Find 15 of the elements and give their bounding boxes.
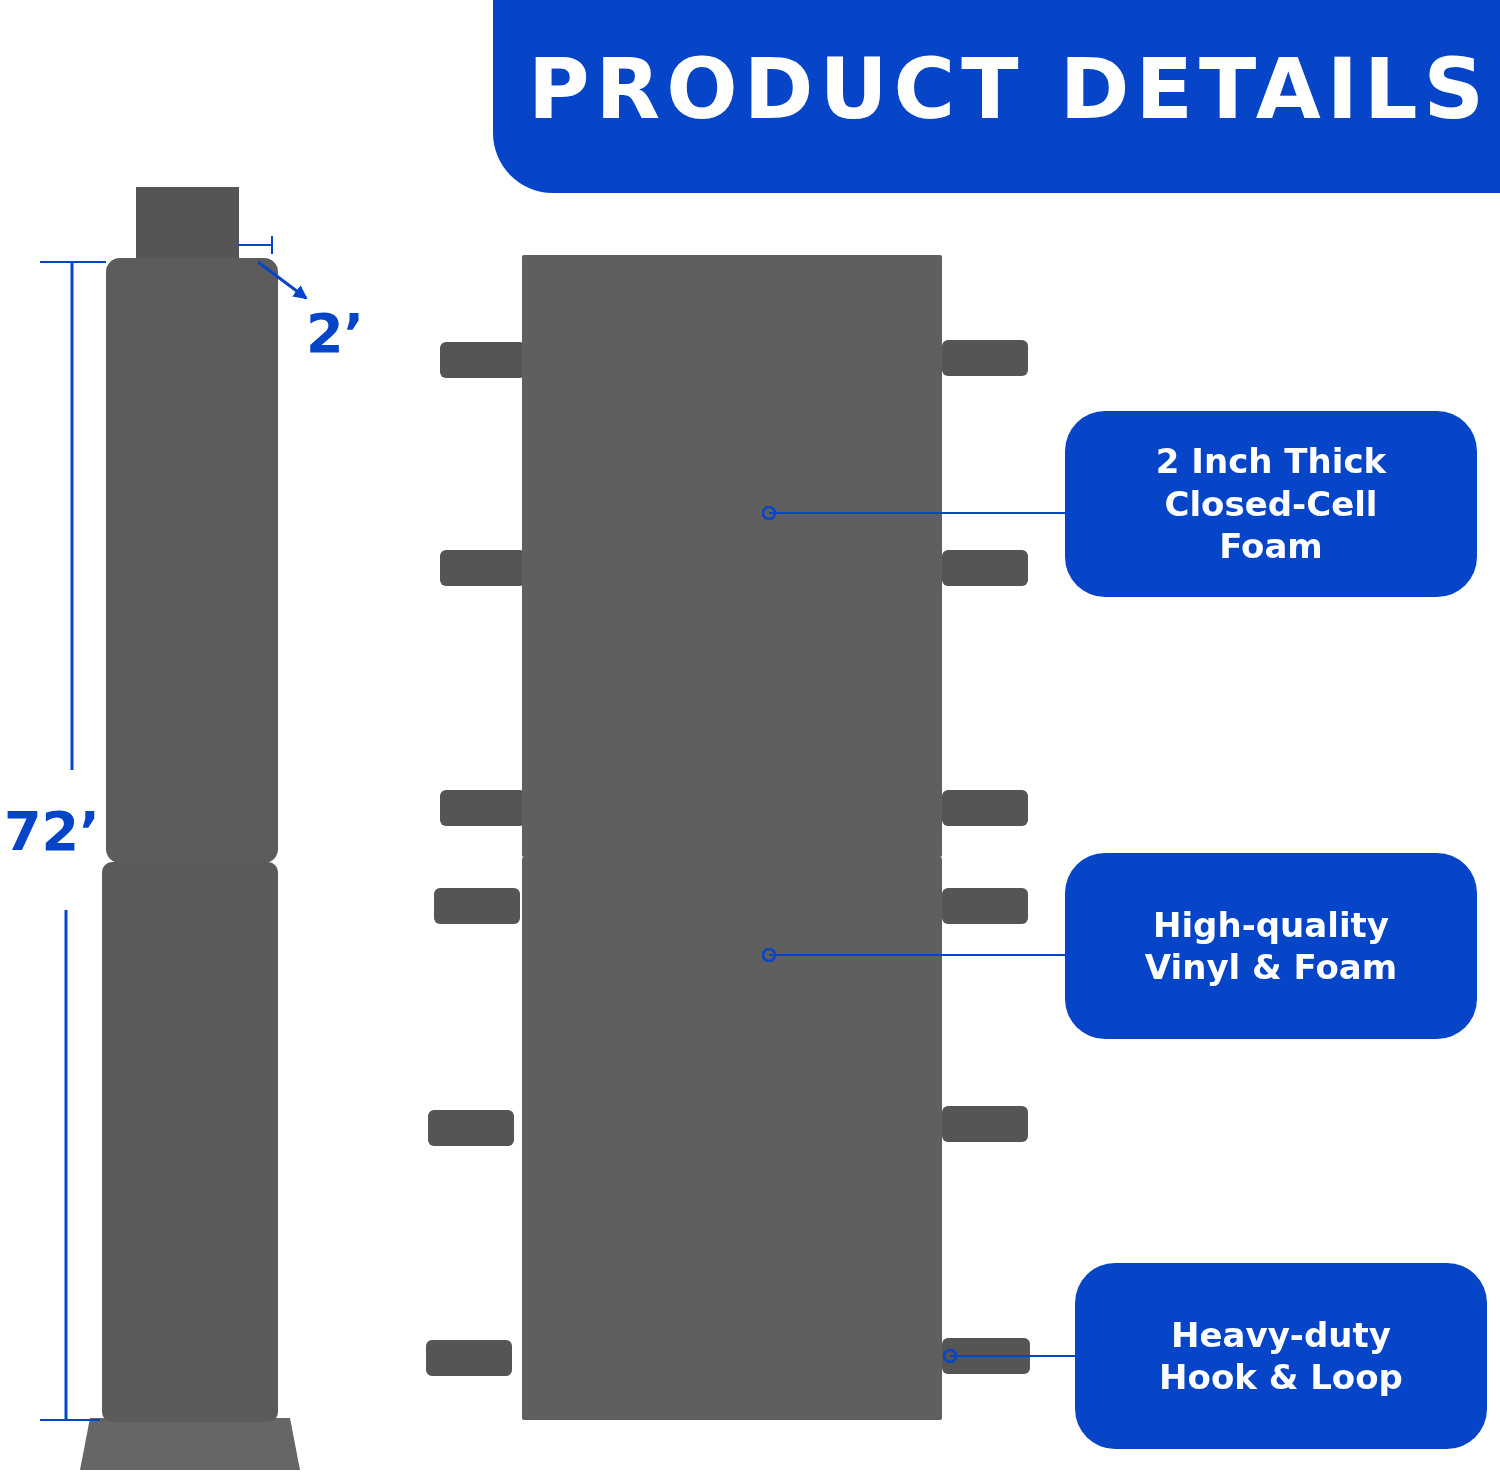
callout-text: Heavy-duty Hook & Loop [1158, 1313, 1404, 1399]
callout-box [1075, 1263, 1487, 1449]
callout-text: 2 Inch Thick Closed-Cell Foam [1154, 440, 1388, 568]
callout-box [1065, 411, 1477, 597]
title: PRODUCT DETAILS [528, 40, 1490, 138]
leader-line [761, 505, 1066, 521]
callout-text: High-quality Vinyl & Foam [1143, 903, 1399, 989]
dimension-label: 2’ [306, 302, 365, 365]
leader-line [761, 947, 1066, 963]
pad-panel [522, 255, 942, 857]
dimension-label: 72’ [4, 800, 100, 863]
callout-box [1065, 853, 1477, 1039]
pad-panel [522, 857, 942, 1420]
strap [942, 1338, 1030, 1374]
leader-line [942, 1348, 1076, 1364]
